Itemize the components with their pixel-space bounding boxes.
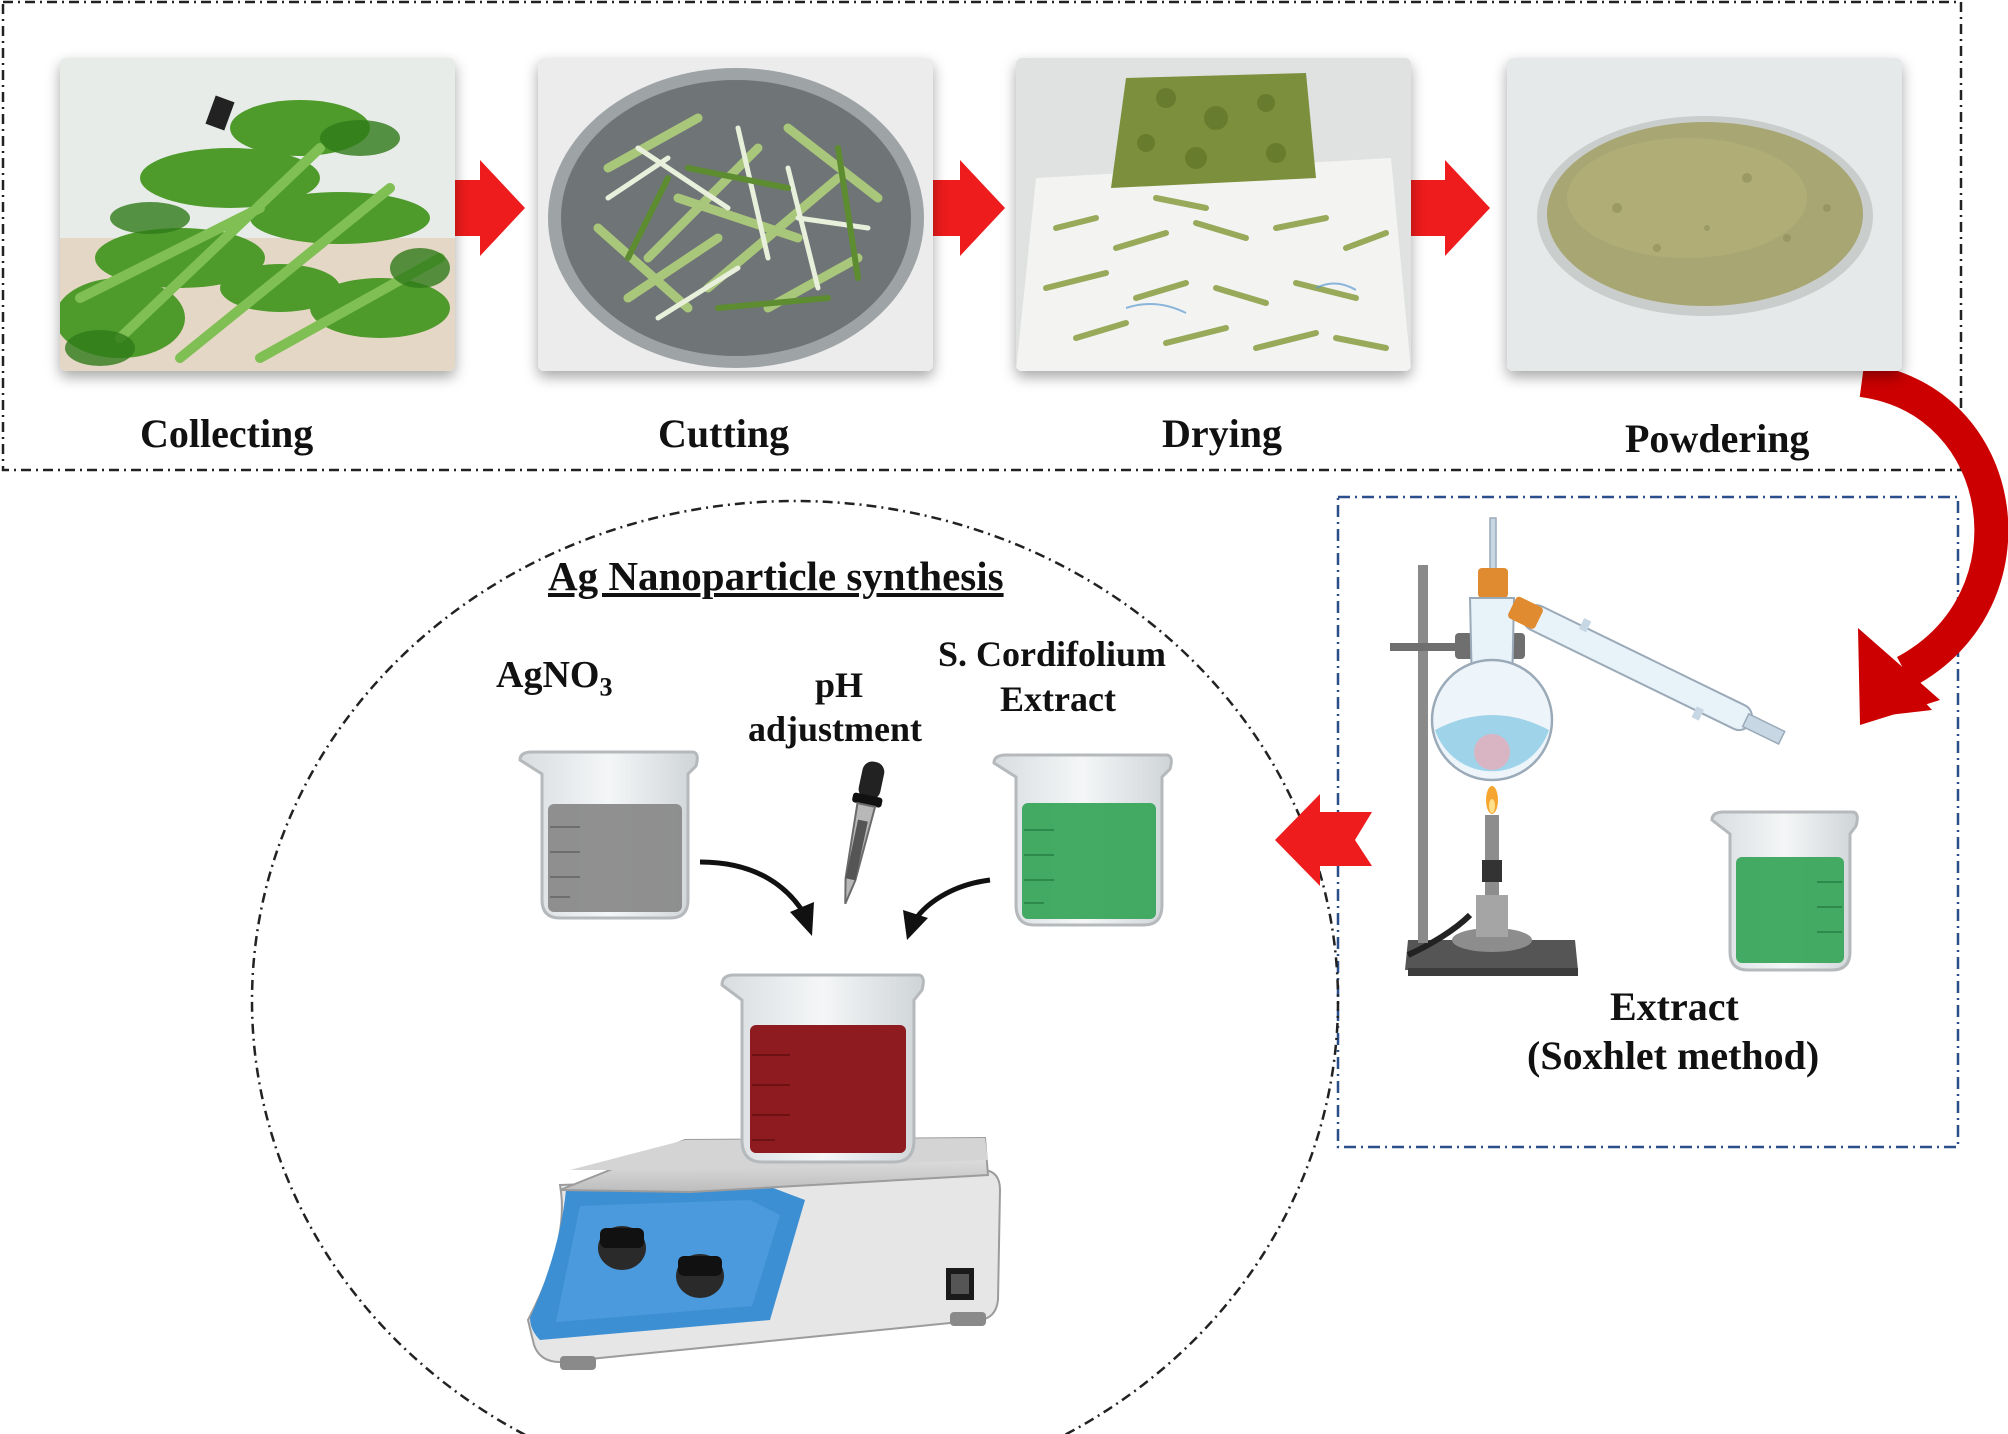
powdering-photo <box>1507 58 1902 371</box>
collecting-photo <box>60 58 455 371</box>
ph-label-line2: adjustment <box>748 709 923 749</box>
drying-photo <box>1016 58 1411 371</box>
dropper-icon <box>844 761 885 905</box>
beaker-icon <box>992 753 1173 927</box>
curved-arrow-icon <box>1858 363 2008 725</box>
cutting-photo <box>538 58 933 371</box>
step-label-cutting: Cutting <box>658 411 790 456</box>
step-label-drying: Drying <box>1162 411 1282 456</box>
extract-label-line1: S. Cordifolium <box>938 634 1167 674</box>
red-arrow-icon <box>910 160 1005 256</box>
black-curved-arrow-icon <box>903 877 991 940</box>
step-label-collecting: Collecting <box>140 411 314 456</box>
ph-label-line1: pH <box>815 665 864 705</box>
agno3-label: AgNO3 <box>496 653 612 703</box>
synthesis-title: Ag Nanoparticle synthesis <box>548 553 1004 599</box>
black-curved-arrow-icon <box>699 859 814 936</box>
burner-icon <box>1452 786 1532 952</box>
step-label-powdering: Powdering <box>1625 416 1810 461</box>
synthesis-ellipse <box>250 499 1340 1434</box>
red-arrow-icon <box>1275 794 1372 886</box>
extract-label-line2: Extract <box>1000 679 1116 719</box>
soxhlet-apparatus-icon <box>1390 517 1786 976</box>
agno3-main: AgNO <box>496 654 600 696</box>
red-arrow-icon <box>1395 160 1490 256</box>
agno3-subscript: 3 <box>599 672 613 702</box>
process-box <box>1 0 1963 472</box>
beaker-icon <box>518 750 699 920</box>
hot-plate-stirrer-icon <box>526 973 1002 1370</box>
soxhlet-label-line2: (Soxhlet method) <box>1527 1033 1820 1078</box>
soxhlet-label-line1: Extract <box>1610 984 1739 1029</box>
beaker-icon <box>1710 810 1859 972</box>
